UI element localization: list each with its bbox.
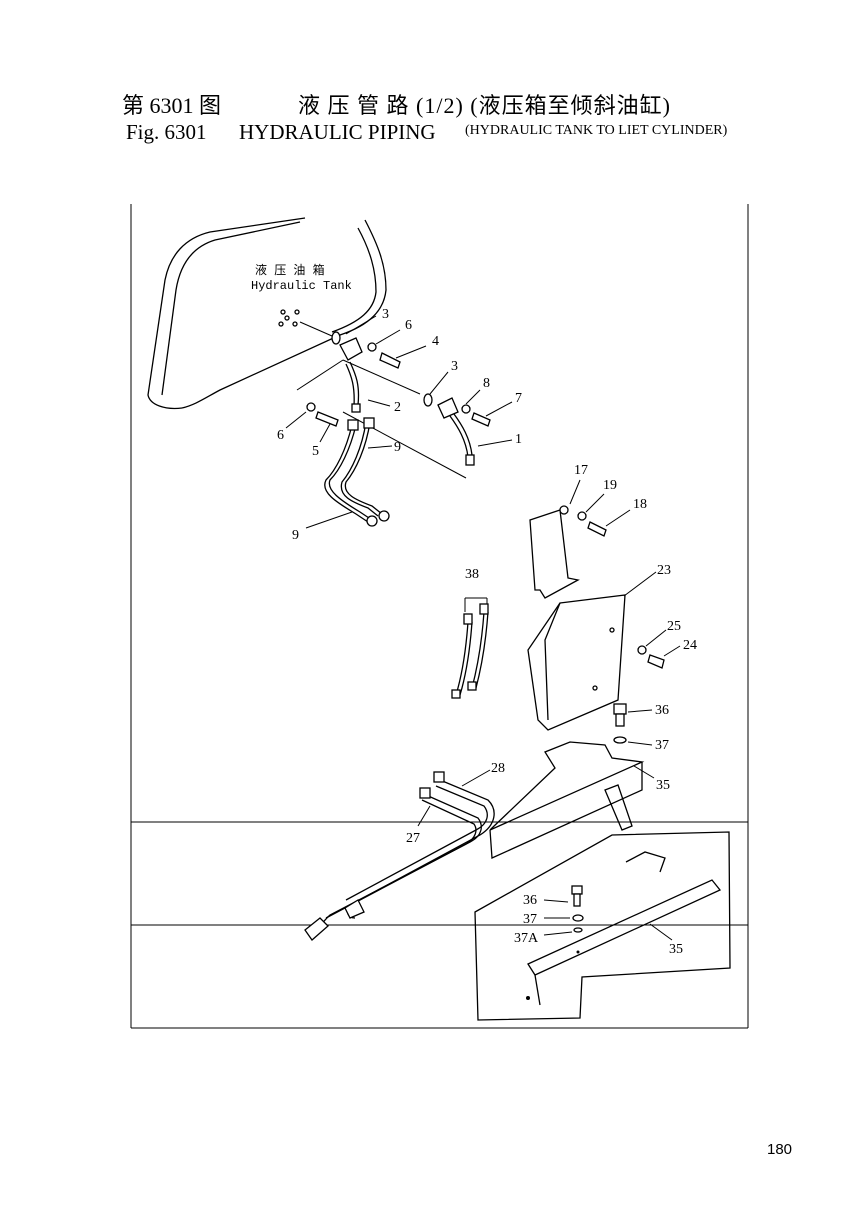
- cover-bracket-assembly: [527, 505, 665, 731]
- diagram-frame: [130, 204, 749, 1029]
- callout-9: 9: [394, 440, 401, 455]
- callout-9: 9: [292, 528, 299, 543]
- callout-35: 35: [669, 942, 683, 957]
- callout-2: 2: [394, 400, 401, 415]
- callout-25: 25: [667, 619, 681, 634]
- callout-36: 36: [523, 893, 537, 908]
- callout-1: 1: [515, 432, 522, 447]
- figure-title-en: HYDRAULIC PIPING: [239, 120, 436, 144]
- bolt-washer-36-37: [613, 703, 627, 744]
- callout-6: 6: [277, 428, 284, 443]
- callout-3: 3: [382, 307, 389, 322]
- callout-37: 37: [655, 738, 669, 753]
- callout-38: 38: [465, 567, 479, 582]
- figure-number-en: Fig. 6301: [126, 120, 207, 144]
- leader-lines: [285, 315, 681, 941]
- callout-18: 18: [633, 497, 647, 512]
- callout-28: 28: [491, 761, 505, 776]
- callout-labels: 3 6 4 3 8 7 2 1 6 5 9 9 17 19 18 23 38 2…: [277, 307, 697, 957]
- hydraulic-tank: [147, 217, 387, 410]
- callout-7: 7: [515, 391, 522, 406]
- callout-24: 24: [683, 638, 697, 653]
- bracket-35: [489, 741, 645, 859]
- callout-37: 37: [523, 912, 537, 927]
- callout-6: 6: [405, 318, 412, 333]
- upper-pipe-assembly: [306, 331, 491, 466]
- tank-label-en: Hydraulic Tank: [251, 279, 352, 293]
- figure-title-cn: 液 压 管 路 (1/2) (液压箱至倾斜油缸): [298, 93, 671, 118]
- callout-27: 27: [406, 831, 420, 846]
- pipes-27-28: [304, 771, 495, 941]
- callout-4: 4: [432, 334, 439, 349]
- page-number: 180: [767, 1141, 793, 1158]
- callout-37A: 37A: [514, 931, 539, 946]
- callout-19: 19: [603, 478, 617, 493]
- callout-5: 5: [312, 444, 319, 459]
- callout-36: 36: [655, 703, 669, 718]
- callout-17: 17: [574, 463, 588, 478]
- callout-8: 8: [483, 376, 490, 391]
- detail-inset: [474, 831, 731, 1021]
- callout-3: 3: [451, 359, 458, 374]
- hoses-9: [324, 417, 390, 527]
- callout-35: 35: [656, 778, 670, 793]
- figure-number-cn: 第 6301 图: [122, 93, 222, 118]
- tank-port-bolts: [278, 309, 300, 327]
- callout-23: 23: [657, 563, 671, 578]
- hoses-38: [451, 597, 489, 699]
- tank-label-cn: 液 压 油 箱: [255, 262, 325, 278]
- assembly-guide-lines: [296, 321, 467, 479]
- figure-subtitle-en: (HYDRAULIC TANK TO LIET CYLINDER): [465, 123, 728, 138]
